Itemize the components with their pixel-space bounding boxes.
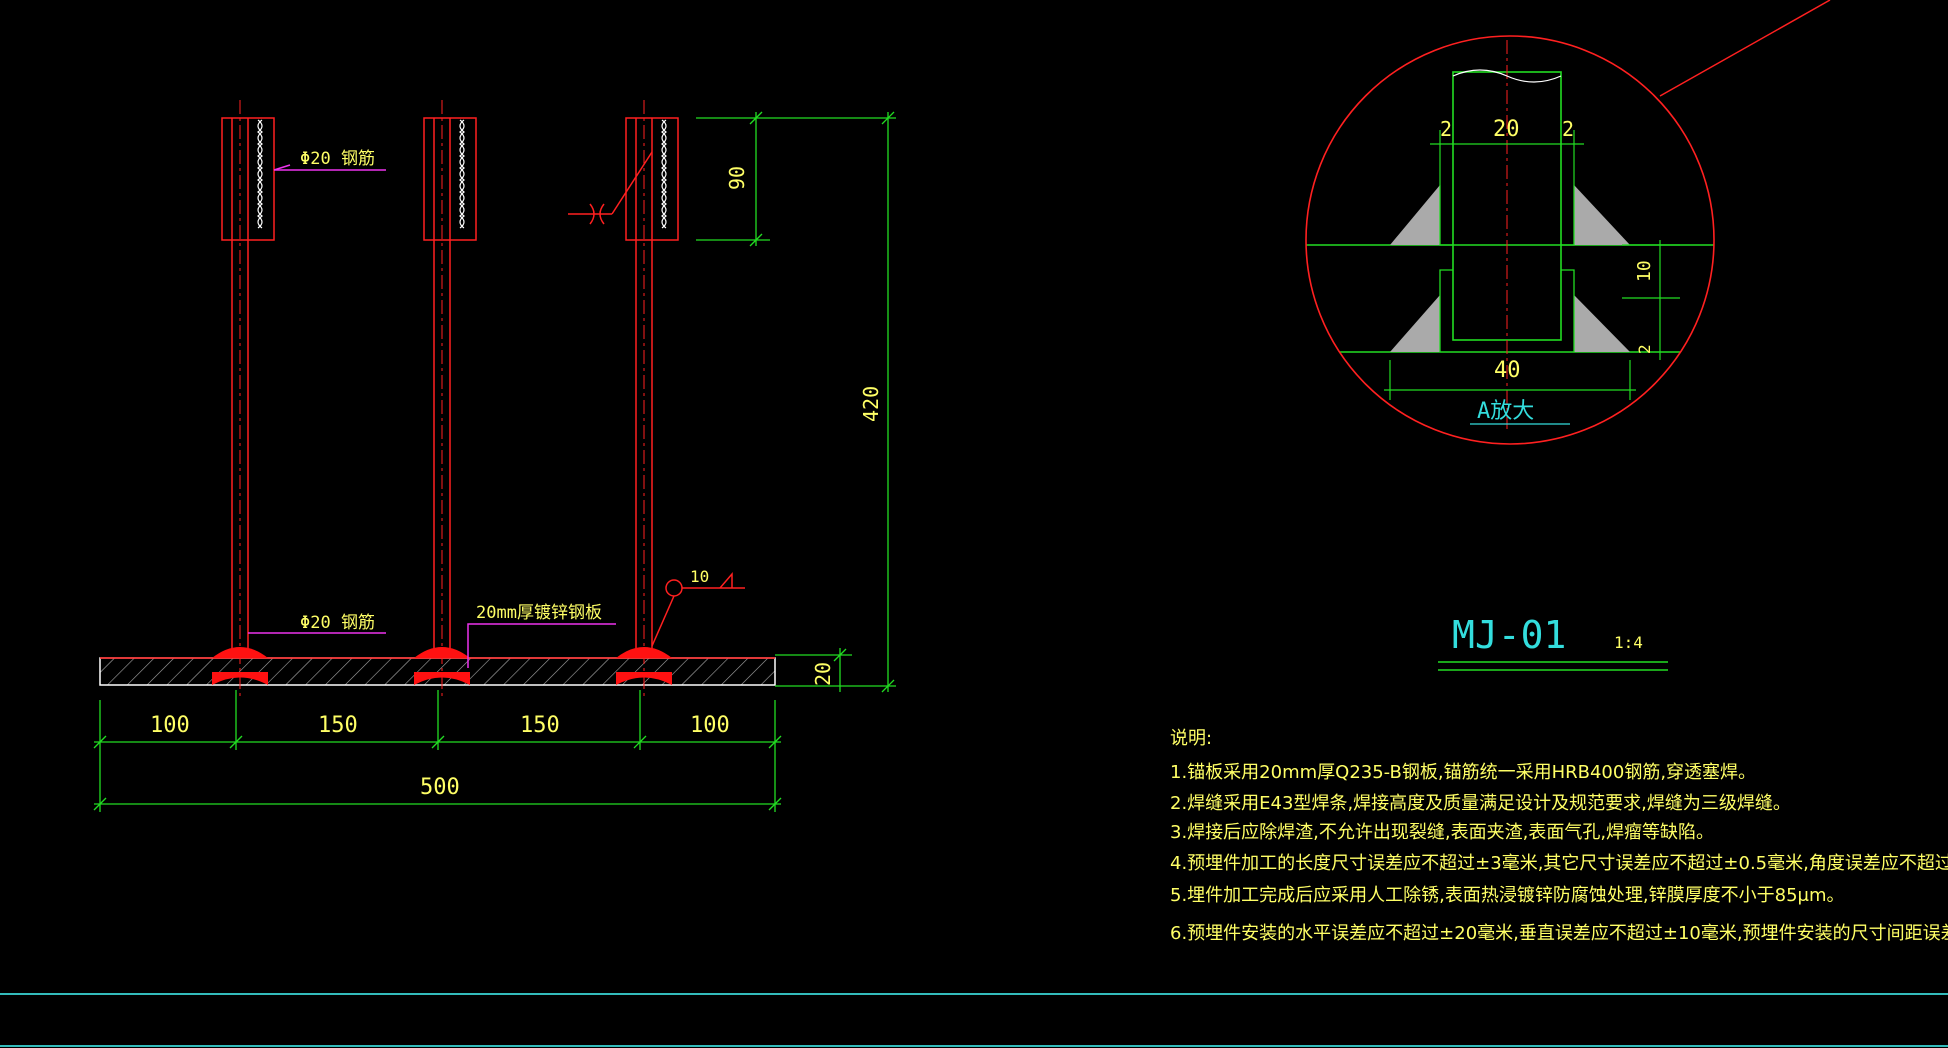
plug-welds: [212, 647, 672, 685]
weld-symbol-base: [651, 571, 745, 647]
detail-dim-left-gap: 2: [1440, 117, 1452, 141]
label-bar-top: Φ20 钢筋: [300, 149, 375, 169]
notes-heading: 说明:: [1170, 728, 1212, 749]
dim-anchor-length: 90: [725, 166, 749, 190]
detail-dim-width: 40: [1494, 358, 1521, 383]
fillet-weld-top: [1390, 185, 1630, 245]
anchor-bar-1: [221, 100, 275, 700]
dimension-lines-bottom: [93, 690, 782, 812]
detail-a-view: 2 20 2 10 2 40 A放大: [1305, 0, 1831, 445]
detail-dim-bottom-gap: 2: [1635, 344, 1654, 354]
detail-dim-bar-dia: 20: [1493, 117, 1520, 142]
dim-plate-thickness: 20: [811, 662, 835, 686]
note-item-4: 4.预埋件加工的长度尺寸误差应不超过±3毫米,其它尺寸误差应不超过±0.5毫米,…: [1170, 853, 1948, 874]
anchor-bar-3: [625, 100, 679, 700]
note-item-3: 3.焊接后应除焊渣,不允许出现裂缝,表面夹渣,表面气孔,焊瘤等缺陷。: [1170, 822, 1714, 843]
dim-bottom-3: 150: [520, 713, 560, 738]
label-plate: 20mm厚镀锌钢板: [476, 603, 602, 623]
dim-bottom-4: 100: [690, 713, 730, 738]
dim-bottom-2: 150: [318, 713, 358, 738]
dim-total-height: 420: [859, 386, 883, 422]
drawing-scale: 1:4: [1614, 633, 1643, 652]
detail-dim-right-gap: 2: [1562, 117, 1574, 141]
dimension-lines-right: [696, 111, 896, 693]
drawing-title-block: MJ-01 1:4: [1438, 613, 1668, 671]
base-plate: [99, 657, 776, 686]
detail-dim-plate: 10: [1634, 260, 1655, 282]
detail-title: A放大: [1477, 399, 1534, 424]
dim-total-width: 500: [420, 775, 460, 800]
elevation-view: Φ20 钢筋 Φ20 钢筋 20mm厚镀锌钢板 10 90 420 20 100…: [93, 100, 896, 812]
notes-block: 说明: 1.锚板采用20mm厚Q235-B钢板,锚筋统一采用HRB400钢筋,穿…: [1170, 728, 1948, 944]
note-item-1: 1.锚板采用20mm厚Q235-B钢板,锚筋统一采用HRB400钢筋,穿透塞焊。: [1170, 762, 1756, 783]
anchor-bar-2: [423, 100, 477, 700]
fillet-weld-bottom: [1390, 295, 1630, 352]
note-item-6: 6.预埋件安装的水平误差应不超过±20毫米,垂直误差应不超过±10毫米,预埋件安…: [1170, 923, 1948, 944]
dim-bottom-1: 100: [150, 713, 190, 738]
weld-symbol-top: [568, 151, 653, 225]
note-item-5: 5.埋件加工完成后应采用人工除锈,表面热浸镀锌防腐蚀处理,锌膜厚度不小于85μm…: [1170, 885, 1845, 906]
detail-circle: [1305, 35, 1715, 445]
label-bar-bottom: Φ20 钢筋: [300, 613, 375, 633]
drawing-name: MJ-01: [1452, 613, 1566, 657]
note-item-2: 2.焊缝采用E43型焊条,焊接高度及质量满足设计及规范要求,焊缝为三级焊缝。: [1170, 793, 1791, 814]
weld-size-label: 10: [690, 567, 709, 586]
